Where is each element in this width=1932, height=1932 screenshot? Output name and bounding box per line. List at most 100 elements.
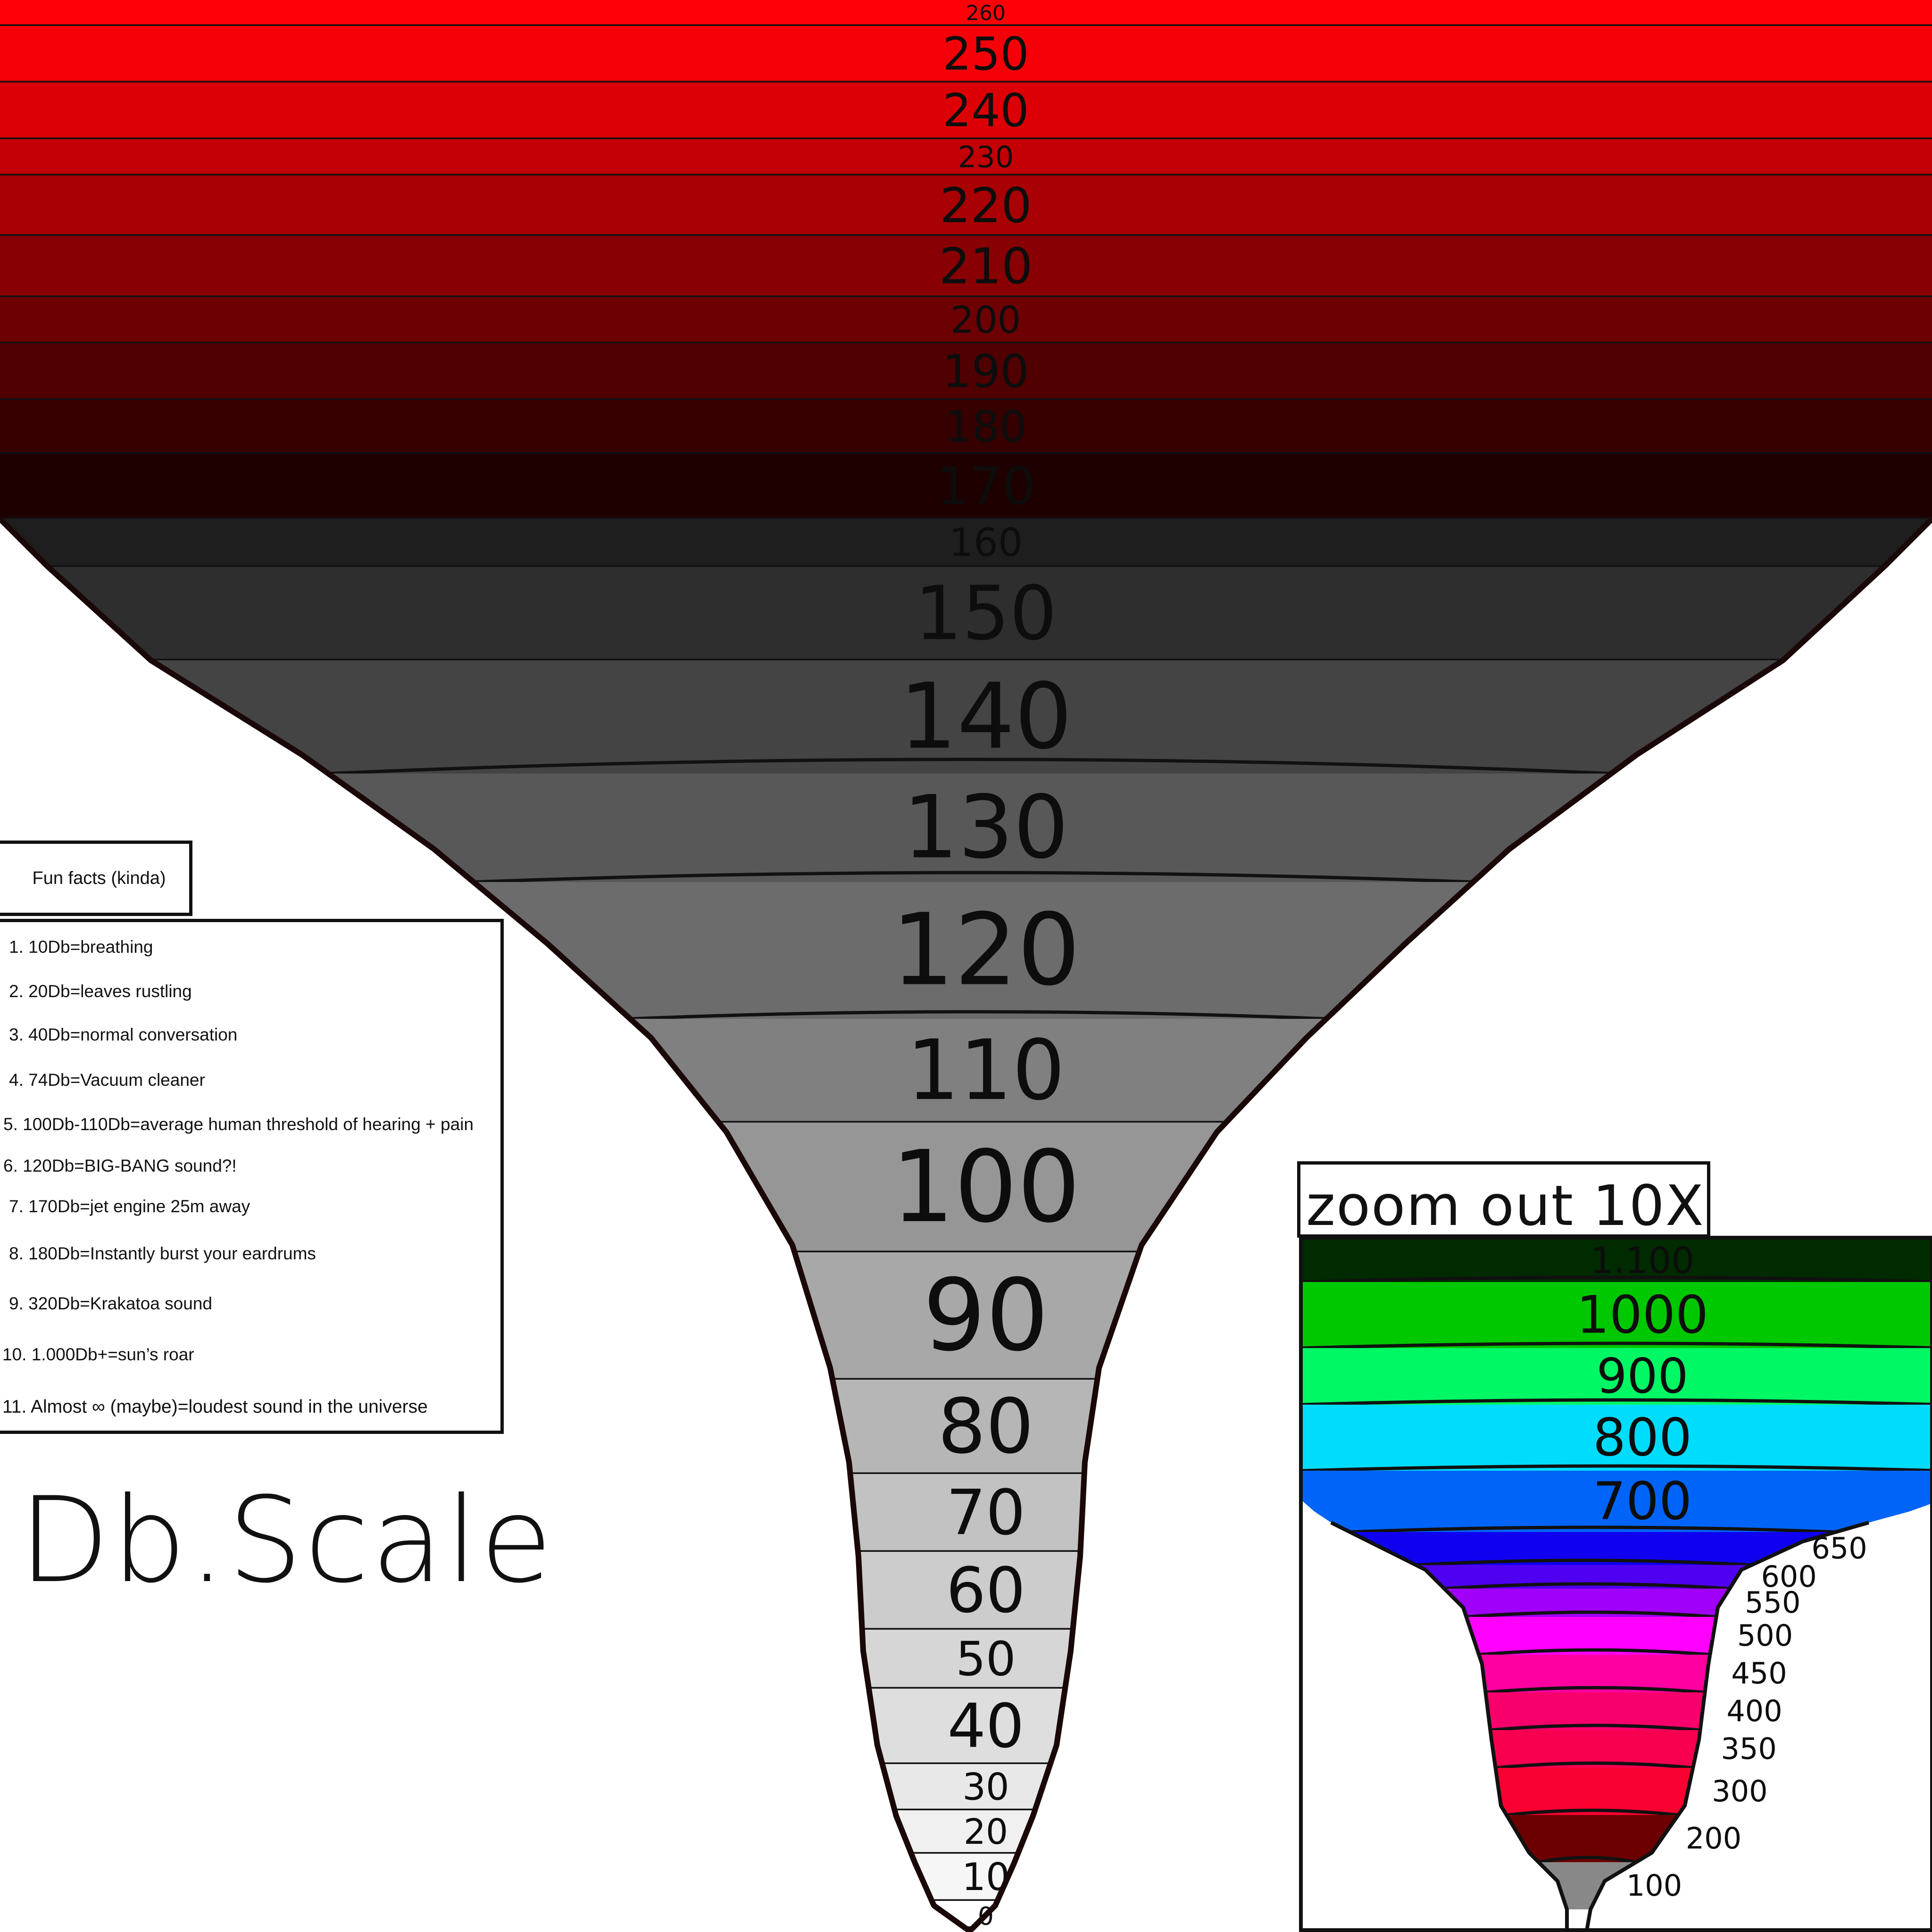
db-level-label: 220 bbox=[940, 178, 1032, 234]
funnel-band bbox=[882, 1764, 1050, 1810]
zoom-band bbox=[1479, 1655, 1710, 1692]
zoom-title: zoom out 10X bbox=[1306, 1173, 1705, 1238]
zoom-band bbox=[1303, 1471, 1930, 1532]
db-level-label: 90 bbox=[923, 1257, 1049, 1373]
db-level-label: 70 bbox=[946, 1476, 1025, 1549]
funnel-band bbox=[0, 26, 1932, 83]
zoom-band-divider bbox=[1303, 1341, 1930, 1350]
db-level-label: 80 bbox=[938, 1382, 1034, 1470]
zoom-band-divider bbox=[1444, 1582, 1730, 1591]
db-level-label: 50 bbox=[956, 1632, 1016, 1687]
fun-facts-title-box: Fun facts (kinda) bbox=[0, 841, 192, 916]
fact-item: 9. 320Db=Krakatoa sound bbox=[9, 1294, 212, 1313]
zoom-band-divider bbox=[1495, 1761, 1693, 1770]
db-level-label: 160 bbox=[949, 521, 1023, 566]
zoom-level-label: 800 bbox=[1593, 1407, 1692, 1467]
zoom-band bbox=[1303, 1282, 1930, 1348]
db-level-label: 130 bbox=[903, 777, 1068, 878]
db-level-label: 20 bbox=[964, 1812, 1008, 1852]
zoom-band-divider bbox=[1485, 1686, 1705, 1694]
funnel-band bbox=[328, 774, 1611, 882]
db-level-label: 200 bbox=[951, 300, 1021, 342]
band-divider bbox=[328, 758, 1612, 775]
db-level-label: 150 bbox=[915, 570, 1057, 657]
fact-item: 5. 100Db-110Db=average human threshold o… bbox=[3, 1115, 474, 1134]
db-level-label: 190 bbox=[942, 345, 1029, 398]
funnel-band bbox=[0, 519, 1932, 567]
funnel-band bbox=[833, 1380, 1098, 1474]
zoom-band-divider bbox=[1538, 1856, 1637, 1864]
zoom-funnel: 1.10010009008007006506005505004504003503… bbox=[1303, 1240, 1930, 1928]
zoom-band bbox=[1495, 1768, 1693, 1815]
fact-item: 1. 10Db=breathing bbox=[9, 937, 153, 957]
zoom-band bbox=[1303, 1348, 1930, 1405]
funnel-outline bbox=[0, 516, 1932, 1932]
zoom-band-divider bbox=[1303, 1275, 1930, 1284]
funnel-band bbox=[719, 1123, 1226, 1252]
zoom-band bbox=[1507, 1815, 1678, 1862]
zoom-level-label: 1000 bbox=[1576, 1284, 1708, 1345]
zoom-band-divider bbox=[1466, 1610, 1716, 1619]
zoom-level-label: 450 bbox=[1731, 1656, 1787, 1690]
db-level-label: 30 bbox=[962, 1766, 1009, 1809]
zoom-level-label: 100 bbox=[1626, 1868, 1682, 1903]
zoom-band bbox=[1444, 1589, 1730, 1617]
zoom-title-box: zoom out 10X bbox=[1297, 1161, 1710, 1238]
funnel-band bbox=[850, 1474, 1084, 1552]
zoom-band bbox=[1303, 1405, 1930, 1471]
db-scale-title: Db.Scale bbox=[19, 1472, 555, 1609]
zoom-band-divider bbox=[1349, 1525, 1836, 1534]
zoom-band bbox=[1350, 1532, 1836, 1565]
db-level-label: 40 bbox=[948, 1691, 1024, 1762]
zoom-band-divider bbox=[1416, 1558, 1752, 1567]
fact-item: 10. 1.000Db+=sun’s roar bbox=[2, 1345, 194, 1364]
funnel-band bbox=[911, 1854, 1018, 1901]
zoom-funnel-outline bbox=[1330, 1521, 1870, 1928]
zoom-level-label: 200 bbox=[1686, 1821, 1741, 1856]
db-level-label: 250 bbox=[942, 28, 1029, 81]
funnel-band bbox=[0, 83, 1932, 139]
zoom-band bbox=[1416, 1565, 1752, 1589]
db-level-label: 260 bbox=[966, 1, 1006, 25]
funnel-band bbox=[0, 297, 1932, 343]
funnel-band bbox=[0, 400, 1932, 454]
zoom-level-label: 350 bbox=[1721, 1732, 1777, 1766]
zoom-band bbox=[1303, 1240, 1930, 1282]
db-level-label: 120 bbox=[891, 892, 1081, 1008]
db-level-label: 230 bbox=[958, 140, 1014, 174]
funnel-band bbox=[862, 1630, 1073, 1689]
zoom-band-divider bbox=[1506, 1808, 1679, 1817]
db-level-label: 110 bbox=[907, 1022, 1065, 1119]
funnel-band bbox=[0, 454, 1932, 519]
db-level-label: 100 bbox=[891, 1129, 1081, 1245]
zoom-band bbox=[1466, 1617, 1716, 1655]
db-level-label: 210 bbox=[939, 237, 1033, 295]
zoom-level-label: 550 bbox=[1745, 1585, 1800, 1620]
fun-facts-title: Fun facts (kinda) bbox=[32, 868, 166, 888]
zoom-level-label: 700 bbox=[1593, 1471, 1692, 1531]
fact-item: 11. Almost ∞ (maybe)=loudest sound in th… bbox=[2, 1397, 428, 1417]
funnel-band bbox=[151, 660, 1783, 774]
zoom-level-label: 300 bbox=[1712, 1774, 1767, 1808]
funnel-band bbox=[48, 567, 1884, 660]
fact-item: 3. 40Db=normal conversation bbox=[9, 1025, 238, 1044]
zoom-level-label: 600 bbox=[1761, 1559, 1816, 1594]
db-level-label: 170 bbox=[936, 456, 1035, 516]
band-divider bbox=[630, 1010, 1327, 1021]
zoom-band-divider bbox=[1479, 1648, 1710, 1657]
zoom-band bbox=[1490, 1730, 1700, 1768]
funnel-band bbox=[0, 0, 1932, 26]
funnel-band bbox=[0, 343, 1932, 400]
fact-item: 7. 170Db=jet engine 25m away bbox=[9, 1197, 250, 1216]
funnel-band bbox=[858, 1552, 1081, 1630]
fact-item: 8. 180Db=Instantly burst your eardrums bbox=[9, 1244, 316, 1263]
fact-item: 6. 120Db=BIG-BANG sound?! bbox=[3, 1156, 237, 1175]
zoom-band-divider bbox=[1303, 1398, 1930, 1407]
funnel-band bbox=[0, 139, 1932, 175]
funnel-band bbox=[0, 175, 1932, 236]
db-level-label: 240 bbox=[942, 84, 1029, 137]
fun-facts-list-box: 1. 10Db=breathing 2. 20Db=leaves rustlin… bbox=[0, 919, 504, 1434]
